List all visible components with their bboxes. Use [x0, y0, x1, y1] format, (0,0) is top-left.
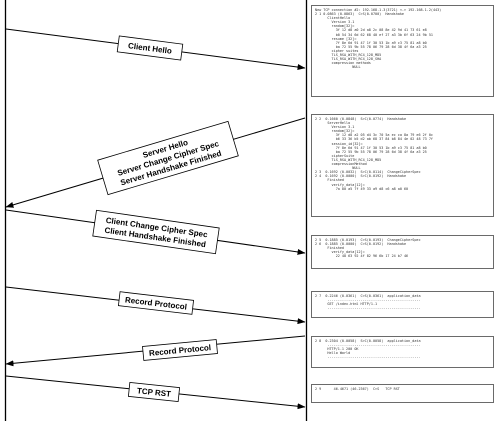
arrow-client-hello: Client Hello [5, 28, 306, 71]
arrow-label-box [116, 35, 184, 61]
trace-pane-server-hello: 2 2 0.1660 (0.0848) S>C(0.0774) Handshak… [311, 114, 494, 217]
arrow-server-hello: Server Hello Server Change Cipher Spec S… [5, 117, 306, 208]
arrow-label-box [92, 209, 220, 255]
trace-text: 2 2 0.1660 (0.0848) S>C(0.0774) Handshak… [315, 117, 433, 191]
arrow-label-line: TCP RST [137, 386, 172, 398]
arrow-record-protocol-request: Record Protocol [5, 286, 306, 325]
trace-text: New TCP connection #2: 192.168.1.3(3721)… [315, 8, 442, 70]
trace-text: 2 7 0.2246 (0.0361) C>S(0.0361) applicat… [315, 294, 421, 311]
arrow-label-box [117, 291, 195, 315]
arrow-label-box [142, 339, 218, 361]
trace-pane-app-data-request: 2 7 0.2246 (0.0361) C>S(0.0361) applicat… [311, 291, 494, 318]
trace-pane-client-hello: New TCP connection #2: 192.168.1.3(3721)… [311, 5, 494, 97]
trace-text: 2 5 0.1885 (0.0193) C>S(0.0193) ChangeCi… [315, 238, 421, 259]
trace-pane-client-finished: 2 5 0.1885 (0.0193) C>S(0.0193) ChangeCi… [311, 235, 494, 269]
arrow-client-change-cipher-spec: Client Change Cipher Spec Client Handsha… [5, 209, 306, 255]
trace-text: 2 8 0.2304 (0.0058) S>C(0.0058) applicat… [315, 339, 421, 360]
arrow-label-box [127, 382, 181, 402]
trace-pane-tcp-rst: 2 9 46.4671 (46.2367) C>S TCP RST [311, 384, 494, 403]
trace-pane-app-data-response: 2 8 0.2304 (0.0058) S>C(0.0058) applicat… [311, 336, 494, 368]
arrow-record-protocol-response: Record Protocol [5, 335, 306, 367]
arrow-tcp-rst: TCP RST [5, 375, 306, 410]
arrow-label-box [97, 120, 239, 196]
trace-text: 2 9 46.4671 (46.2367) C>S TCP RST [315, 387, 400, 391]
